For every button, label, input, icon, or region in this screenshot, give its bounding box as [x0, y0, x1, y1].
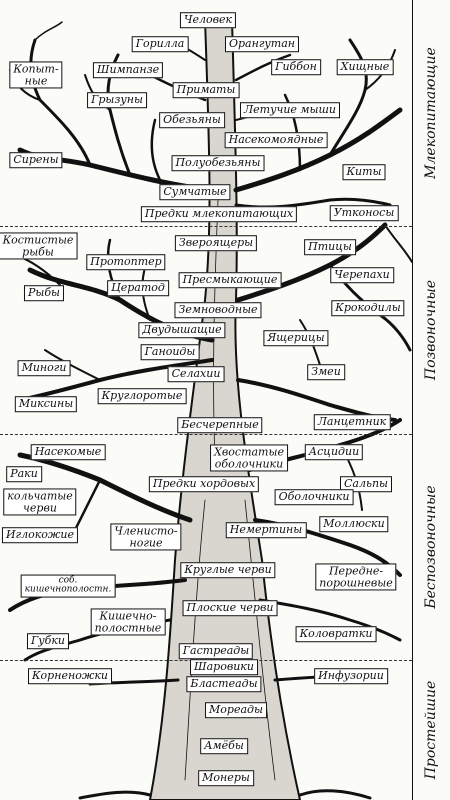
label-moready: Мореады [205, 702, 267, 718]
label-zveroyashchery: Звероящеры [174, 235, 258, 251]
label-shimpanze: Шимпанзе [92, 62, 164, 78]
label-nasekomoyadnye: Насекомоядные [224, 132, 328, 148]
label-protopter: Протоптер [86, 254, 166, 270]
label-gibbon: Гиббон [271, 59, 321, 75]
label-yashcheritsy: Ящерицы [263, 330, 329, 346]
label-minogi: Миноги [17, 360, 71, 376]
section-title-invertebrates: Беспозвоночные [423, 485, 439, 609]
label-kolchatye-chervi: кольчатые черви [3, 488, 77, 516]
label-sharoviki: Шаровики [190, 659, 258, 675]
label-hvostatye-obolochniki: Хвостатые оболочники [210, 444, 288, 472]
section-title-mammals: Млекопитающие [423, 47, 439, 179]
label-letuchie-myshi: Летучие мыши [239, 102, 341, 118]
label-selahii: Селахии [167, 366, 225, 382]
label-miksiny: Миксины [14, 396, 78, 412]
label-gorilla: Горилла [131, 36, 189, 52]
section-title-protozoa: Простейшие [423, 680, 439, 780]
section-title-vertebrates: Позвоночные [423, 279, 439, 381]
branch-vertebrates-right [235, 222, 388, 303]
label-kruglye-chervi: Круглые черви [180, 562, 276, 578]
label-chlenistonogie: Членисто- ногие [110, 523, 182, 551]
label-zemnovodnye: Земноводные [174, 302, 262, 318]
label-korenonozhki: Корненожки [28, 668, 112, 684]
label-blasteady: Бластеады [186, 676, 262, 692]
label-sireny: Сирены [9, 152, 63, 168]
label-orangutan: Орангутан [224, 36, 300, 52]
label-krokodily: Крокодилы [331, 300, 405, 316]
label-astsidii: Асцидии [304, 444, 364, 460]
label-predki-mlekopitayushchih: Предки млекопитающих [140, 206, 298, 222]
label-obezyany: Обезьяны [159, 112, 225, 128]
label-gubki: Губки [26, 633, 70, 649]
section-column-border [412, 0, 413, 800]
label-dvudyshashchie: Двудышащие [138, 322, 226, 338]
label-beschrepnye: Бесчерепные [177, 417, 263, 433]
label-predki-hordovyh: Предки хордовых [148, 476, 260, 492]
label-primaty: Приматы [172, 82, 240, 98]
label-kity: Киты [342, 164, 386, 180]
label-utkonosy: Утконосы [329, 205, 399, 221]
label-hishchnye: Хищные [336, 59, 394, 75]
label-presmykayushchiesya: Пресмыкающие [178, 272, 282, 288]
label-kopytnye: Копыт- ные [9, 61, 63, 89]
label-gryzuny: Грызуны [87, 92, 147, 108]
label-ptitsy: Птицы [304, 239, 356, 255]
label-cherepahi: Черепахи [330, 267, 394, 283]
label-sumchatye: Сумчатые [159, 184, 231, 200]
label-kolovratki: Коловратки [295, 626, 377, 642]
label-igolokozhie: Иглокожие [1, 527, 79, 543]
label-ryby: Рыбы [23, 285, 65, 301]
label-monery: Монеры [198, 770, 254, 786]
label-zmei: Змеи [307, 364, 345, 380]
label-infuzorii: Инфузории [314, 668, 388, 684]
label-chelovek: Человек [179, 12, 237, 28]
label-peredneporoshnevye: Передне- порошневые [315, 563, 397, 591]
label-nemertiny: Немертины [225, 522, 307, 538]
label-tseratod: Цератод [107, 280, 169, 296]
label-kishechnopolostnye: Кишечно- полостные [90, 608, 166, 636]
label-sob-kishechnopolostn: соб. кишечнополостн. [20, 574, 116, 598]
label-salpy: Сальпы [339, 476, 393, 492]
label-poluobezyany: Полуобезьяны [171, 155, 265, 171]
label-ploskie-chervi: Плоские черви [182, 600, 278, 616]
label-gastready: Гастреады [178, 643, 254, 659]
label-kostistye-ryby: Костистые рыбы [0, 232, 78, 260]
label-ganoidy: Ганоиды [140, 344, 200, 360]
label-obolochniki: Оболочники [274, 489, 354, 505]
label-mollyuski: Моллюски [319, 516, 389, 532]
section-divider [0, 434, 412, 435]
label-lantsetnik: Ланцетник [313, 414, 391, 430]
label-kruglorotye: Круглоротые [97, 388, 187, 404]
label-raki: Раки [6, 466, 42, 482]
section-divider [0, 226, 412, 227]
label-nasekomye: Насекомые [30, 444, 106, 460]
label-ameby: Амёбы [200, 738, 248, 754]
